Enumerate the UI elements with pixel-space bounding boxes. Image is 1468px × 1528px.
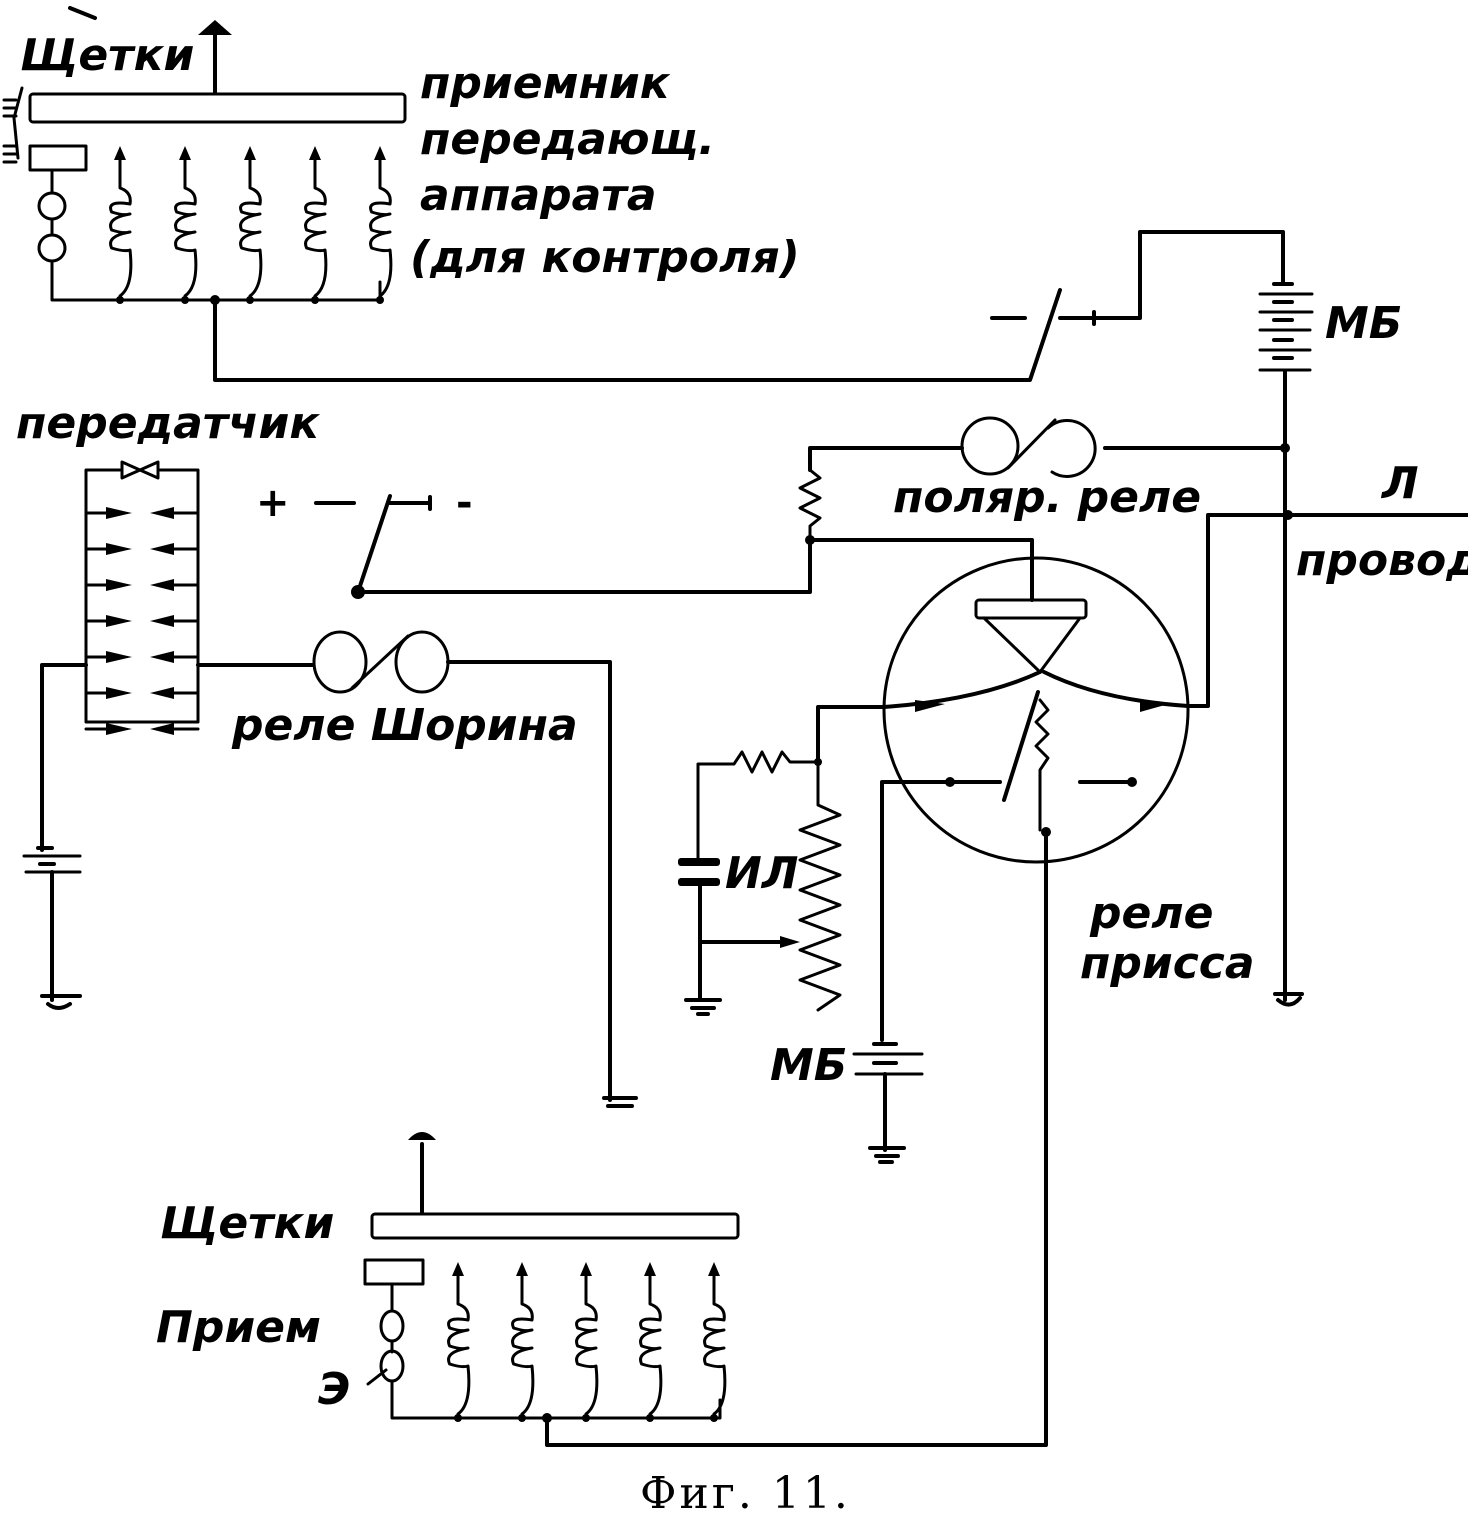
- battery-mb-top-icon: [1258, 282, 1314, 372]
- mb-bottom-label: МБ: [770, 1040, 847, 1091]
- lamp-top-2: [37, 233, 67, 263]
- wire-to-key-top: [213, 288, 1062, 382]
- rheostat-il: [798, 760, 842, 1012]
- stray-mark: [68, 6, 97, 20]
- priss-relay-label-1: реле: [1089, 888, 1213, 939]
- battery-mb-bottom-icon: [852, 1042, 924, 1076]
- lamp-top-1: [37, 191, 67, 221]
- ground-right-icon: [1273, 992, 1304, 1007]
- line-wire: [1206, 513, 1468, 682]
- ground-shorin-icon: [602, 1096, 638, 1108]
- control-receiver-label-4: (для контроля): [410, 232, 800, 283]
- capacitor-il-icon: [678, 858, 720, 886]
- transmitter: передатчик: [16, 398, 320, 1010]
- coil-top-4: [304, 146, 328, 304]
- coil-top-3: [239, 146, 263, 304]
- transmitter-label: передатчик: [16, 398, 320, 449]
- transmitter-row-2: [84, 543, 200, 555]
- priss-relay-label-2: присса: [1080, 938, 1255, 989]
- ground-transmitter-icon: [40, 994, 82, 1010]
- ground-mb-bottom-icon: [868, 1146, 906, 1164]
- il-label: ИЛ: [725, 848, 798, 899]
- wire-to-battery: [1092, 230, 1285, 320]
- wire-to-reception: [545, 830, 1048, 1447]
- transmitter-row-5: [84, 651, 200, 663]
- priss-magnet: [974, 598, 1088, 620]
- wire-label: провод: [1296, 535, 1468, 586]
- coils-top: [109, 146, 393, 304]
- key-lever: [356, 494, 392, 594]
- transmitter-contact-icon: [120, 460, 160, 480]
- bus-bottom: [390, 1379, 722, 1420]
- priss-relay: МБ реле присса: [545, 556, 1255, 1447]
- electromagnet-top: [28, 144, 88, 172]
- bus-top: [50, 259, 382, 302]
- transmitter-row-3: [84, 579, 200, 591]
- transmitter-row-6: [84, 687, 200, 699]
- mb-top-label: МБ: [1325, 298, 1402, 349]
- brushes-bottom-label: Щетки: [160, 1198, 334, 1249]
- polar-relay-label: поляр. реле: [893, 472, 1201, 523]
- polar-relay-coil-right: [1046, 418, 1097, 478]
- coil-bottom-2: [511, 1262, 535, 1422]
- brush-comb-icon: [2, 86, 24, 164]
- coil-bottom-4: [639, 1262, 663, 1422]
- coil-top-5: [369, 146, 393, 304]
- control-receiver-label-2: передающ.: [420, 114, 715, 165]
- polar-relay: поляр. реле: [356, 416, 1287, 602]
- lamp-bottom-1: [379, 1309, 405, 1343]
- rheostat-slider-arrow: [780, 936, 800, 948]
- coil-bottom-1: [447, 1262, 471, 1422]
- reception-receiver: Щетки Прием Э: [156, 1132, 740, 1423]
- transmitter-row-4: [84, 615, 200, 627]
- resistor-il-small: [696, 750, 820, 862]
- coil-bottom-5: [703, 1262, 727, 1422]
- coil-bottom-3: [575, 1262, 599, 1422]
- key-minus-contact: [388, 495, 432, 511]
- brush-bar-bottom: [370, 1212, 740, 1240]
- il-network: ИЛ: [678, 705, 886, 1016]
- sending-key: + -: [256, 480, 473, 599]
- control-receiver-label-3: аппарата: [420, 170, 657, 221]
- control-receiver: Щетки приемник передающ. аппарата (для к…: [2, 6, 1062, 382]
- transmitter-row-1: [84, 507, 200, 519]
- priss-relay-circle: [882, 556, 1190, 864]
- coil-top-2: [174, 146, 198, 304]
- key-pivot: [351, 585, 365, 599]
- transmitter-frame: [84, 468, 200, 724]
- brush-bar-top: [28, 92, 407, 124]
- key-minus-label: -: [456, 480, 473, 526]
- reception-label: Прием: [156, 1302, 321, 1353]
- electromagnet-bottom: [363, 1258, 425, 1286]
- shorin-coil-left: [312, 630, 368, 694]
- transmitter-row-7: [84, 723, 200, 735]
- shorin-relay-label: реле Шорина: [231, 700, 578, 751]
- coils-bottom: [447, 1262, 727, 1422]
- ground-il-icon: [684, 998, 722, 1016]
- resistor-polar: [798, 468, 822, 542]
- figure-caption: Фиг. 11.: [640, 1468, 851, 1519]
- antenna-bottom-icon: [408, 1132, 436, 1140]
- brushes-top-label: Щетки: [20, 30, 194, 81]
- priss-armature: [1002, 690, 1040, 802]
- control-receiver-label-1: приемник: [420, 58, 671, 109]
- key-plus-label: +: [256, 480, 290, 526]
- line-label: Л: [1380, 458, 1419, 509]
- coil-top-1: [109, 146, 133, 304]
- e-mark-label: Э: [318, 1364, 350, 1415]
- antenna-top-icon: [198, 20, 232, 35]
- lamp-bottom-2: [379, 1349, 405, 1383]
- shorin-relay: реле Шорина: [231, 630, 638, 1108]
- priss-spring: [1034, 698, 1050, 832]
- battery-transmitter-icon: [22, 846, 82, 874]
- transmitter-contact-rows: [84, 507, 200, 735]
- key-contact-right: [1058, 310, 1096, 326]
